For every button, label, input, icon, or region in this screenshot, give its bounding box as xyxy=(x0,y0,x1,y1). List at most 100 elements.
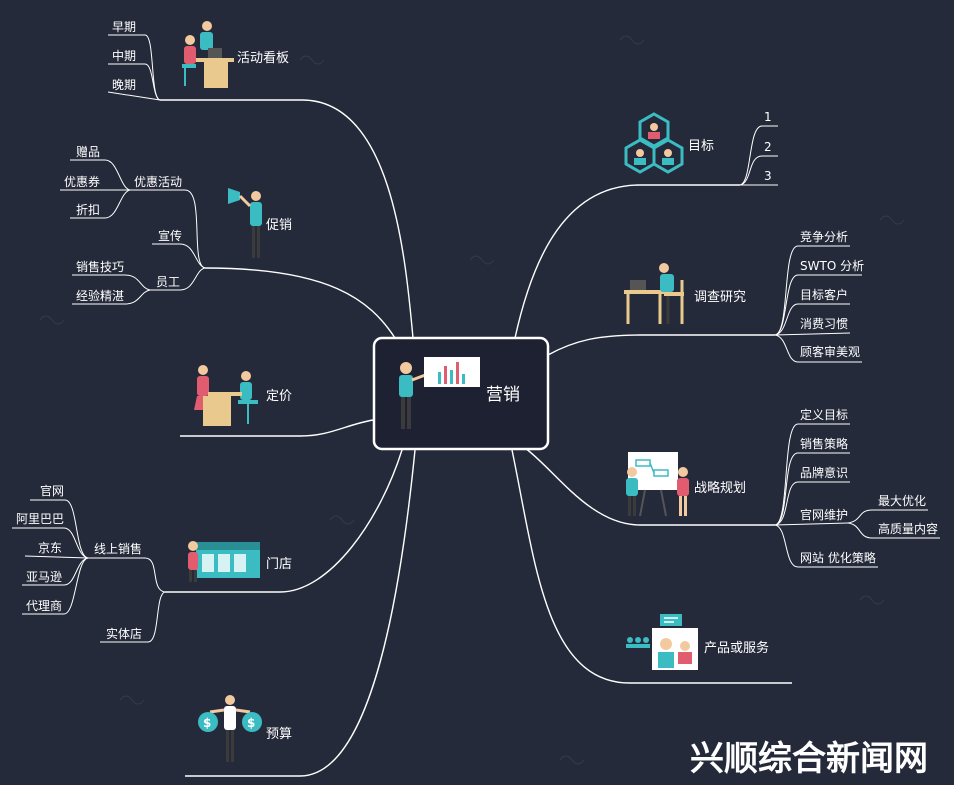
promo-activity-coupon[interactable]: 优惠券 xyxy=(64,174,100,189)
researcher-desk-icon xyxy=(624,263,684,324)
money-bag-icon: $ $ xyxy=(198,695,262,762)
edge-staff-skill xyxy=(72,274,151,291)
strategy-child-seo[interactable]: 网站 优化策略 xyxy=(800,550,876,565)
strategy-child-sales[interactable]: 销售策略 xyxy=(800,436,848,451)
store-online-amazon[interactable]: 亚马逊 xyxy=(26,570,62,584)
pricing-label: 定价 xyxy=(266,389,292,404)
research-child-competition[interactable]: 竞争分析 xyxy=(800,230,848,244)
edge-maintain-quality xyxy=(847,522,940,539)
dashboard-child-early[interactable]: 早期 xyxy=(112,20,136,34)
strategy-child-brand[interactable]: 品牌意识 xyxy=(800,465,848,480)
edge-promo-activity xyxy=(130,189,206,269)
product-label: 产品或服务 xyxy=(704,640,769,656)
edge-promo-staff xyxy=(150,267,206,291)
background-pattern xyxy=(39,35,905,765)
branch-dashboard[interactable]: 活动看板 xyxy=(182,21,289,88)
promo-activity-gift[interactable]: 赠品 xyxy=(76,145,100,159)
edge-center-store xyxy=(165,449,403,593)
edge-center-goal xyxy=(514,184,740,339)
edge-center-dashboard xyxy=(160,99,414,339)
watermark: 兴顺综合新闻网 xyxy=(690,739,928,779)
research-child-aesthetic[interactable]: 顾客审美观 xyxy=(800,344,860,359)
whiteboard-icon xyxy=(626,452,689,517)
edge-goal-1 xyxy=(739,125,778,186)
office-desk-icon xyxy=(182,21,234,88)
team-hexagon-icon xyxy=(624,112,684,174)
edge-promo-publicity xyxy=(152,243,206,269)
edge-research-aesthetic xyxy=(774,334,862,363)
edge-research-habit xyxy=(774,332,851,336)
promo-activity-discount[interactable]: 折扣 xyxy=(76,202,100,217)
svg-text:$: $ xyxy=(203,716,211,730)
branch-store[interactable]: 门店 xyxy=(188,541,292,582)
strategy-maintain-max[interactable]: 最大优化 xyxy=(878,494,926,508)
dashboard-label: 活动看板 xyxy=(237,50,289,66)
edge-research-target xyxy=(774,303,850,336)
strategy-maintain-quality[interactable]: 高质量内容 xyxy=(878,521,938,536)
edge-maintain-max xyxy=(847,509,928,524)
megaphone-icon xyxy=(228,188,262,258)
promo-staff-label[interactable]: 员工 xyxy=(156,275,180,289)
svg-text:$: $ xyxy=(247,716,255,730)
edge-center-promo xyxy=(204,267,396,339)
store-online-site[interactable]: 官网 xyxy=(40,483,64,498)
edge-online-agent xyxy=(22,557,89,615)
negotiation-icon xyxy=(194,365,258,426)
dashboard-child-late[interactable]: 晚期 xyxy=(112,78,136,92)
research-child-swot[interactable]: SWTO 分析 xyxy=(800,259,864,273)
goal-label: 目标 xyxy=(688,139,714,154)
edge-strategy-seo xyxy=(774,524,878,568)
branch-pricing[interactable]: 定价 xyxy=(194,365,292,426)
promo-activity-label[interactable]: 优惠活动 xyxy=(134,175,182,189)
promo-staff-experience[interactable]: 经验精湛 xyxy=(76,288,124,303)
branch-product[interactable]: 产品或服务 xyxy=(626,614,769,670)
budget-label: 预算 xyxy=(266,727,292,742)
store-online-agent[interactable]: 代理商 xyxy=(26,598,62,613)
edge-center-pricing xyxy=(180,419,374,437)
edge-strategy-define xyxy=(774,423,850,526)
promo-staff-skill[interactable]: 销售技巧 xyxy=(76,259,124,274)
research-child-habit[interactable]: 消费习惯 xyxy=(800,316,848,331)
supermarket-icon xyxy=(188,541,260,582)
video-call-icon xyxy=(626,614,698,670)
dashboard-child-mid[interactable]: 中期 xyxy=(112,48,136,63)
promo-publicity-label[interactable]: 宣传 xyxy=(158,228,182,243)
store-physical-label[interactable]: 实体店 xyxy=(106,626,142,641)
store-online-jd[interactable]: 京东 xyxy=(38,541,62,555)
edge-activity-discount xyxy=(70,189,131,219)
center-label: 营销 xyxy=(486,385,520,405)
edge-center-product xyxy=(511,449,792,684)
edge-center-strategy xyxy=(524,447,775,526)
edge-online-site xyxy=(30,499,89,559)
edge-dashboard-mid xyxy=(108,63,161,101)
strategy-child-define[interactable]: 定义目标 xyxy=(800,407,848,422)
edge-strategy-sales xyxy=(774,452,850,526)
edge-store-physical xyxy=(100,591,166,643)
edge-staff-experience xyxy=(72,289,151,305)
goal-child-1[interactable]: 1 xyxy=(764,110,772,124)
edge-store-online xyxy=(88,557,166,593)
edge-dashboard-late xyxy=(107,91,161,101)
store-online-label[interactable]: 线上销售 xyxy=(94,541,142,556)
edge-center-research xyxy=(547,334,775,356)
store-label: 门店 xyxy=(266,557,292,572)
promo-label: 促销 xyxy=(266,218,292,233)
branch-budget[interactable]: $ $ 预算 xyxy=(198,695,292,762)
edge-research-swot xyxy=(774,274,862,336)
branch-research[interactable]: 调查研究 xyxy=(624,263,746,324)
edge-activity-gift xyxy=(70,159,131,191)
research-child-target[interactable]: 目标客户 xyxy=(800,287,848,302)
edge-online-alibaba xyxy=(12,527,89,559)
center-node[interactable]: 营销 xyxy=(372,336,550,451)
goal-child-3[interactable]: 3 xyxy=(764,169,772,183)
branch-promo[interactable]: 促销 xyxy=(228,188,292,258)
edge-center-budget xyxy=(185,449,416,777)
branch-strategy[interactable]: 战略规划 xyxy=(626,452,746,517)
edge-goal-2 xyxy=(739,155,778,186)
branch-goal[interactable]: 目标 xyxy=(624,112,714,174)
strategy-child-maintain[interactable]: 官网维护 xyxy=(800,507,848,522)
store-online-alibaba[interactable]: 阿里巴巴 xyxy=(16,512,64,526)
edge-strategy-brand xyxy=(774,481,850,526)
goal-child-2[interactable]: 2 xyxy=(764,140,772,154)
